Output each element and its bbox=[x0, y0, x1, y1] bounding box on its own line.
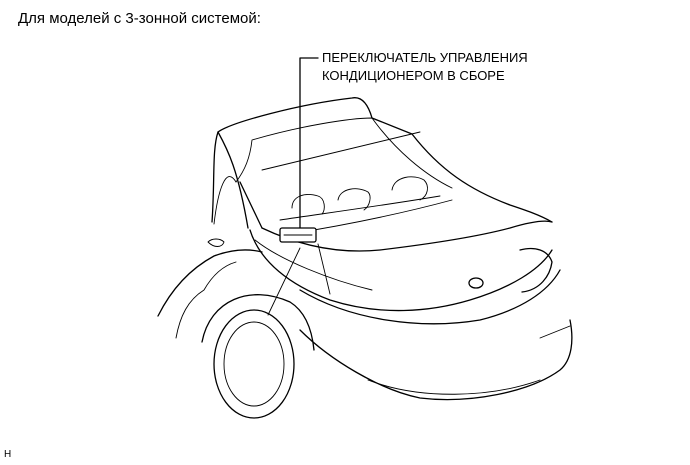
callout-leader-line bbox=[299, 57, 319, 229]
reflector-right bbox=[539, 325, 571, 339]
rear-seat-headrest-right bbox=[391, 176, 428, 201]
c-pillar bbox=[217, 131, 263, 229]
callout-line-1: ПЕРЕКЛЮЧАТЕЛЬ УПРАВЛЕНИЯ bbox=[322, 50, 528, 65]
rear-seat-headrest-center bbox=[337, 188, 371, 211]
rear-wheel-tire bbox=[213, 309, 295, 419]
trunk-lid-lower bbox=[299, 269, 561, 325]
taillight-right bbox=[519, 247, 553, 293]
roof-outline bbox=[211, 97, 553, 223]
bumper-lower-edge bbox=[367, 379, 541, 395]
side-window bbox=[213, 176, 237, 225]
page-heading: Для моделей с 3-зонной системой: bbox=[18, 10, 261, 27]
part-callout-label: ПЕРЕКЛЮЧАТЕЛЬ УПРАВЛЕНИЯ КОНДИЦИОНЕРОМ В… bbox=[322, 49, 528, 85]
rear-window bbox=[235, 117, 453, 189]
rear-seat-headrest-left bbox=[291, 194, 325, 215]
trunk-edge bbox=[249, 229, 553, 312]
figure-code: H bbox=[4, 449, 12, 460]
fuel-door bbox=[207, 238, 225, 247]
rear-fender bbox=[157, 249, 263, 317]
wheel-arch bbox=[201, 294, 315, 351]
rear-wheel-rim bbox=[223, 321, 285, 407]
rear-bumper bbox=[299, 319, 573, 401]
cutaway-lines bbox=[254, 239, 373, 316]
rear-emblem bbox=[468, 277, 484, 289]
callout-line-2: КОНДИЦИОНЕРОМ В СБОРЕ bbox=[322, 68, 505, 83]
trunk-deck bbox=[261, 220, 553, 252]
side-body-lower bbox=[175, 261, 237, 339]
